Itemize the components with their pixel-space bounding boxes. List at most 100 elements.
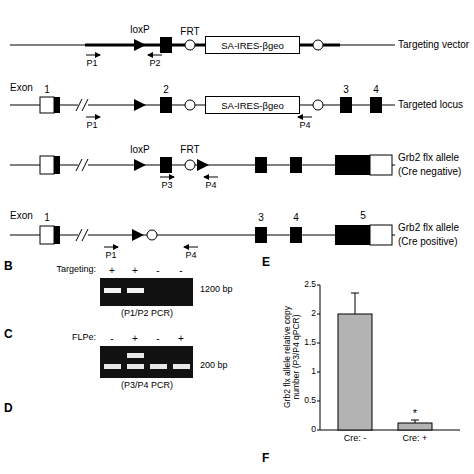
- exon-utr: [370, 225, 392, 245]
- exon-number: 1: [44, 84, 50, 95]
- frt-site: [313, 40, 323, 50]
- site-label: loxP: [130, 24, 149, 35]
- exon: [255, 227, 267, 243]
- lane-sign: +: [178, 333, 184, 344]
- tick-label: 0: [311, 425, 316, 434]
- size-marker: 1200 bp: [200, 285, 233, 295]
- row-label: (Cre negative): [398, 166, 461, 177]
- category-label: Cre: +: [403, 434, 428, 444]
- exon: [335, 225, 370, 245]
- primer-label: P3: [161, 181, 172, 191]
- gel-image: [100, 278, 193, 306]
- primer-arrow: [204, 177, 218, 178]
- primer-arrow: [148, 55, 162, 56]
- exon: [290, 227, 302, 243]
- tick: [317, 285, 320, 286]
- frt-site: [185, 160, 195, 170]
- primer-label: P1: [105, 251, 116, 261]
- primer-arrow: [104, 247, 118, 248]
- dna-line: [340, 45, 395, 46]
- primer-label: P4: [299, 121, 310, 131]
- break-mark: [82, 99, 88, 111]
- significance-mark: *: [413, 407, 417, 419]
- row-label: Targeted locus: [398, 99, 463, 110]
- row-label: Grb2 flx allele: [398, 222, 459, 233]
- lane-header: FLPe:: [72, 333, 96, 343]
- site-label: FRT: [180, 26, 199, 37]
- exon: [160, 97, 172, 113]
- panel-letter: F: [262, 452, 269, 465]
- y-axis: [320, 285, 321, 430]
- tick: [317, 401, 320, 402]
- exon-number: 4: [293, 212, 299, 223]
- tick-label: 2: [311, 309, 316, 318]
- exon: [340, 97, 352, 113]
- error-cap: [351, 293, 359, 294]
- frt-site: [185, 40, 195, 50]
- tick-label: 2.5: [304, 280, 316, 289]
- site-label: FRT: [180, 144, 199, 155]
- exon-label: Exon: [10, 210, 33, 221]
- size-marker: 200 bp: [200, 361, 228, 371]
- exon-number: 1: [44, 212, 50, 223]
- lane-sign: +: [109, 265, 115, 276]
- gel-band: [173, 364, 190, 369]
- gel-band: [150, 364, 167, 369]
- tick: [317, 430, 320, 431]
- panel-letter: E: [262, 256, 270, 269]
- cassette-label: SA-IRES-βgeo: [221, 40, 284, 51]
- exon: [370, 97, 382, 113]
- tick: [317, 343, 320, 344]
- dna-line: [10, 45, 85, 46]
- cassette-box: SA-IRES-βgeo: [205, 36, 300, 54]
- tick: [317, 314, 320, 315]
- primer-label: P1: [86, 121, 97, 131]
- panel-letter: D: [4, 402, 13, 415]
- gel-caption: (P1/P2 PCR): [121, 309, 173, 319]
- primer-arrow: [298, 117, 312, 118]
- break-mark: [76, 99, 82, 111]
- bar: [398, 423, 432, 430]
- exon-utr: [40, 226, 54, 244]
- primer-arrow: [86, 117, 100, 118]
- cassette-box: SA-IRES-βgeo: [205, 96, 300, 114]
- exon-utr: [370, 155, 392, 175]
- lane-sign: +: [132, 265, 138, 276]
- tick-label: 1.5: [304, 338, 316, 347]
- lane-header: Targeting:: [56, 265, 96, 275]
- break-mark: [76, 229, 82, 241]
- exon-number: 5: [360, 210, 366, 221]
- site-label: loxP: [130, 144, 149, 155]
- primer-arrow: [86, 55, 100, 56]
- gel-band: [127, 353, 144, 358]
- frt-site: [313, 100, 323, 110]
- exon-label: Exon: [10, 82, 33, 93]
- break-mark: [82, 159, 88, 171]
- exon: [54, 97, 60, 113]
- category-label: Cre: -: [344, 434, 367, 444]
- exon: [160, 157, 172, 173]
- frt-site: [147, 230, 157, 240]
- exon-number: 4: [373, 84, 379, 95]
- primer-label: P1: [86, 59, 97, 69]
- lane-sign: -: [156, 265, 159, 276]
- exon: [160, 37, 172, 53]
- lane-sign: +: [132, 333, 138, 344]
- exon: [335, 155, 370, 175]
- tick: [317, 372, 320, 373]
- gel-band: [127, 288, 144, 293]
- panel-letter: B: [4, 260, 13, 273]
- cassette-label: SA-IRES-βgeo: [221, 100, 284, 111]
- exon: [54, 156, 60, 174]
- dna-line: [10, 105, 395, 106]
- axis-title: Grb2 flx allele relative copy number (P3…: [283, 292, 302, 422]
- primer-label: P2: [149, 59, 160, 69]
- break-mark: [76, 159, 82, 171]
- gel-caption: (P3/P4 PCR): [121, 381, 173, 391]
- primer-arrow: [184, 247, 198, 248]
- primer-label: P4: [185, 251, 196, 261]
- frt-site: [185, 100, 195, 110]
- exon: [290, 157, 302, 173]
- lane-sign: -: [156, 333, 159, 344]
